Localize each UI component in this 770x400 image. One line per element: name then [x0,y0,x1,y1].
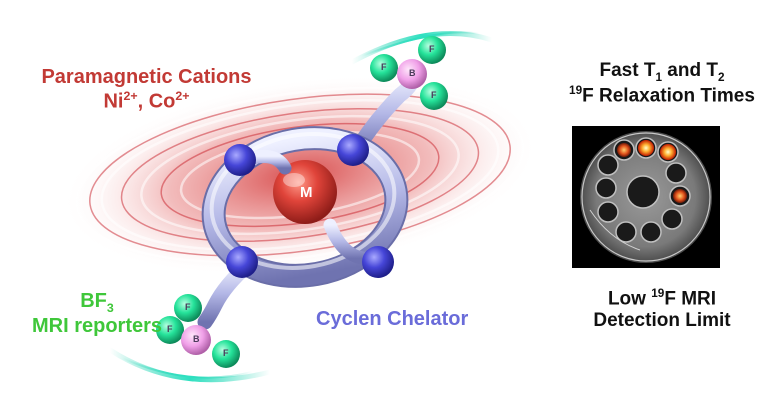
cobalt-ion: Co [148,90,176,113]
paramagnetic-title: Paramagnetic Cations [41,66,252,88]
bf3-group-upper [370,36,448,110]
detection-limit-line: Detection Limit [593,310,731,332]
fluorine-symbol-lower-2: F [167,324,173,334]
fluorine-symbol-upper-2: F [381,62,387,72]
bf3-orbit-arcs [107,31,495,383]
fluorine-symbol-upper-3: F [431,90,437,100]
nickel-ion: Ni [103,90,124,113]
and-t-text: and T [662,60,718,81]
low-f19-superscript: 19 [651,287,665,300]
cyclen-ring [201,126,409,288]
bf3-group-lower [156,294,240,368]
cyclen-chelator-label: Cyclen Chelator [316,308,469,330]
metal-symbol: M [300,184,313,201]
bf3-reporter-label: BF3 MRI reporters [22,290,172,338]
fluorine-symbol-lower-1: F [185,302,191,312]
bf3-formula: BF3 [22,290,172,315]
nitrogen-atoms [224,134,394,278]
cation-list: Ni2+, Co2+ [103,89,190,113]
f-mri-text: F MRI [664,288,717,310]
mri-image [572,126,720,268]
mri-reporters-text: MRI reporters [31,315,163,338]
f19-superscript: 19 [569,84,583,98]
t1-subscript: 1 [655,70,662,84]
relaxation-label: Fast T1 and T2 19F Relaxation Times [562,60,762,108]
fluorine-symbol-upper-1: F [429,44,435,54]
bf-subscript: 3 [106,301,114,315]
relaxation-text: F Relaxation Times [582,85,755,107]
bf-text: BF [80,290,107,312]
fluorine-symbol-lower-3: F [223,348,229,358]
relaxation-times-line: 19F Relaxation Times [562,84,762,107]
detection-limit-label: Low 19F MRI Detection Limit [562,287,762,332]
low-mri-line: Low 19F MRI [562,287,762,310]
cobalt-charge: 2+ [175,89,190,103]
t2-subscript: 2 [717,70,725,84]
boron-symbol-upper: B [409,68,416,78]
nickel-charge: 2+ [123,89,138,103]
metal-atom [273,160,337,224]
boron-symbol-lower: B [193,334,200,344]
low-text: Low [607,288,652,310]
fast-t-text: Fast T [599,60,656,81]
paramagnetic-cations-label: Paramagnetic Cations Ni2+, Co2+ [34,66,259,114]
fast-t1-t2-line: Fast T1 and T2 [562,60,762,84]
